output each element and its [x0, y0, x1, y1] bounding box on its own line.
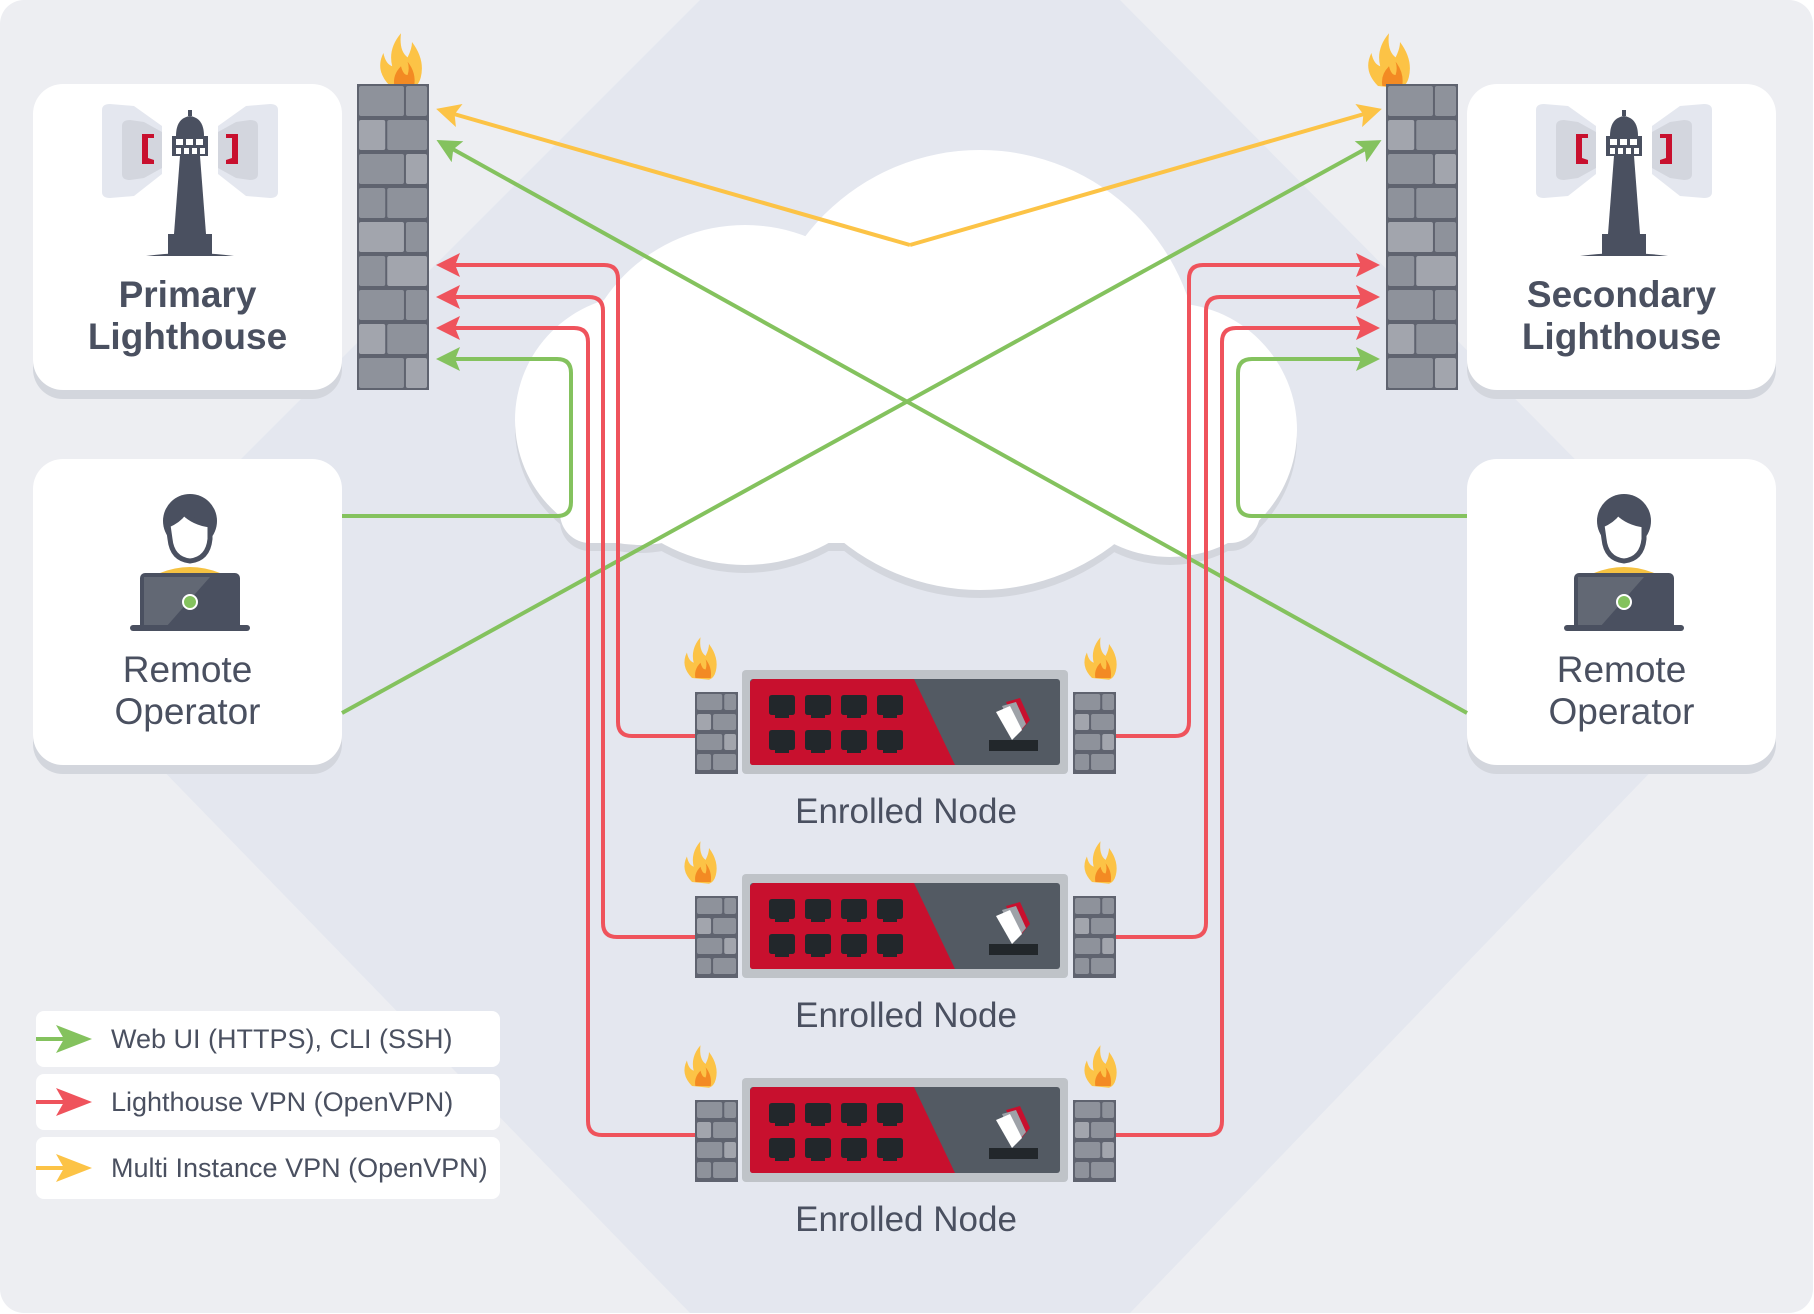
lighthouse-icon — [102, 104, 278, 256]
primary-lighthouse-title-line2: Lighthouse — [87, 316, 288, 357]
operator-icon — [130, 494, 250, 631]
primary-lighthouse-card[interactable]: Primary Lighthouse — [33, 84, 342, 390]
enrolled-node-1-label: Enrolled Node — [795, 792, 1017, 831]
legend-label: Web UI (HTTPS), CLI (SSH) — [111, 1024, 453, 1054]
lighthouse-icon — [1536, 104, 1712, 256]
legend-item-multi-instance-vpn: Multi Instance VPN (OpenVPN) — [36, 1137, 500, 1199]
secondary-lighthouse-title-line1: Secondary — [1526, 274, 1717, 315]
yellow-arrow-icon — [36, 1154, 92, 1182]
left-remote-operator-card[interactable]: Remote Operator — [33, 459, 342, 765]
primary-lighthouse-title-line1: Primary — [118, 274, 257, 315]
enrolled-node-2-label: Enrolled Node — [795, 996, 1017, 1035]
legend-label: Lighthouse VPN (OpenVPN) — [111, 1087, 454, 1117]
right-operator-title-line2: Operator — [1548, 691, 1695, 732]
green-arrow-icon — [36, 1025, 92, 1053]
secondary-lighthouse-card[interactable]: Secondary Lighthouse — [1467, 84, 1776, 390]
legend-item-web-ui: Web UI (HTTPS), CLI (SSH) — [36, 1011, 500, 1067]
secondary-lighthouse-title-line2: Lighthouse — [1521, 316, 1722, 357]
legend-label: Multi Instance VPN (OpenVPN) — [111, 1153, 488, 1183]
enrolled-node-3-label: Enrolled Node — [795, 1200, 1017, 1239]
legend-item-lighthouse-vpn: Lighthouse VPN (OpenVPN) — [36, 1074, 500, 1130]
operator-icon — [1564, 494, 1684, 631]
left-operator-title-line2: Operator — [114, 691, 261, 732]
right-operator-title-line1: Remote — [1556, 649, 1687, 690]
red-arrow-icon — [36, 1088, 92, 1116]
right-remote-operator-card[interactable]: Remote Operator — [1467, 459, 1776, 765]
left-operator-title-line1: Remote — [122, 649, 253, 690]
